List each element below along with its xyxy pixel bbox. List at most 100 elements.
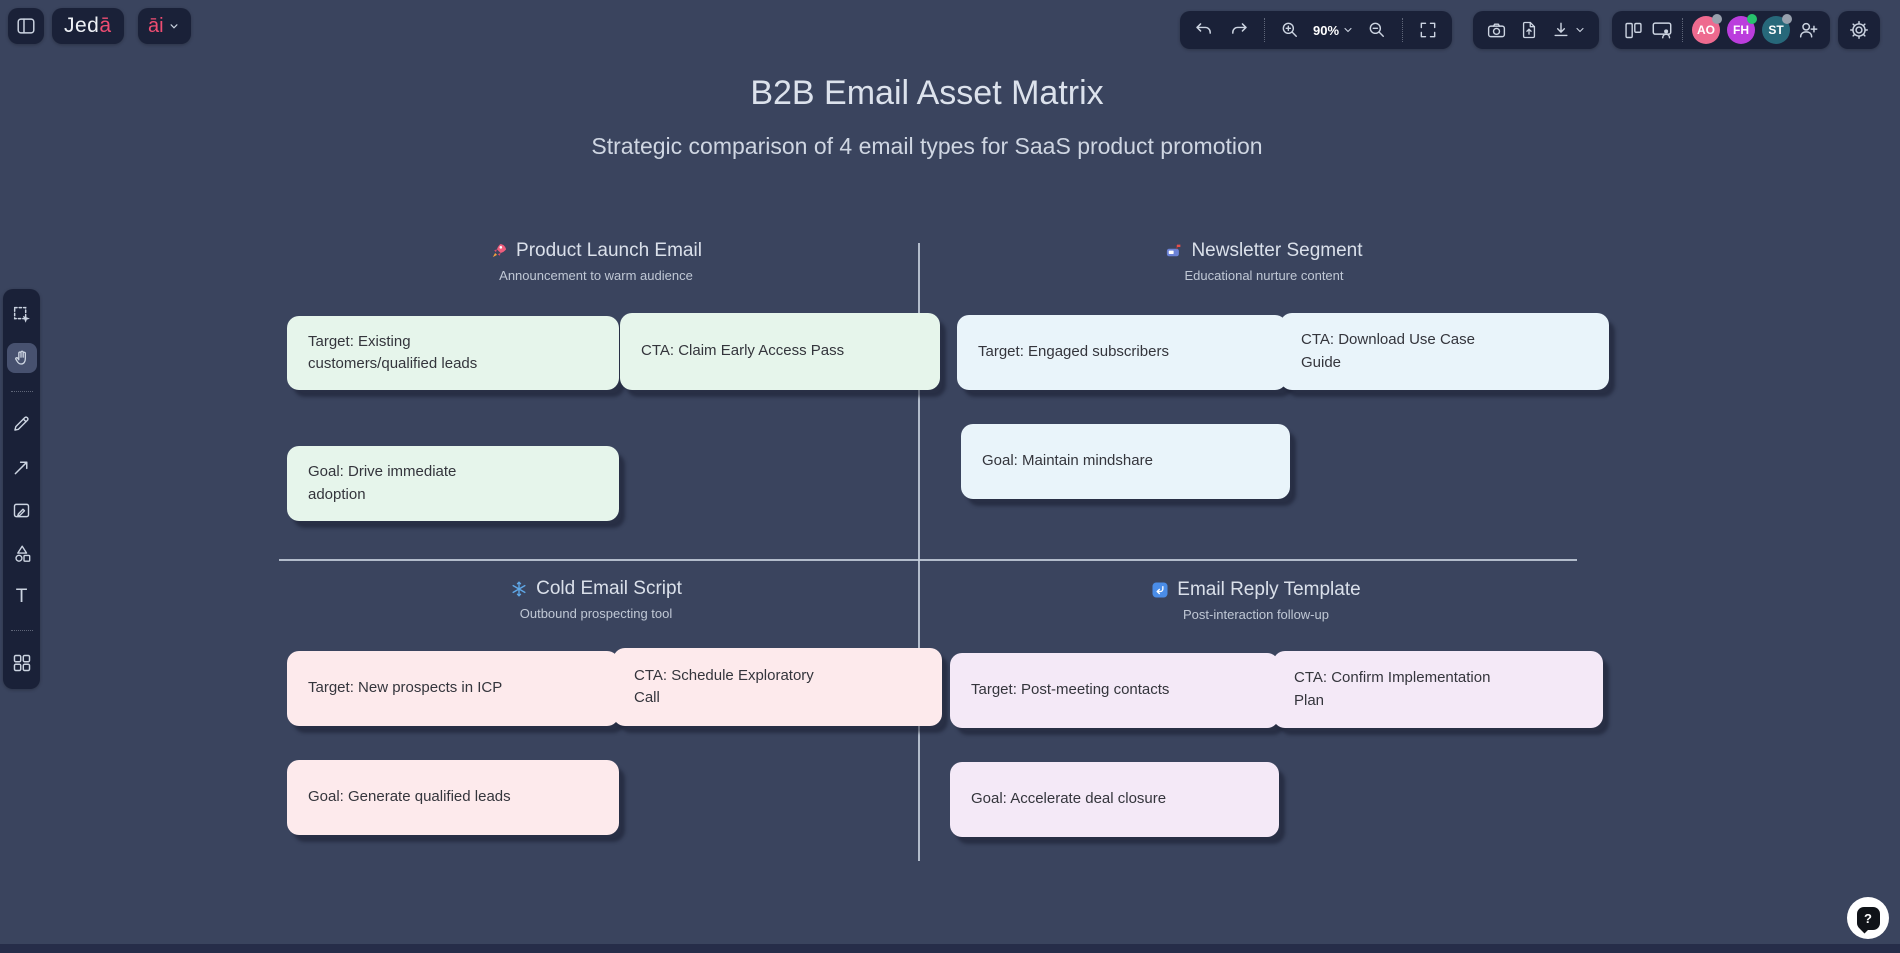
sticky-note[interactable]: CTA: Download Use Case Guide: [1280, 313, 1609, 390]
quadrant-title: Newsletter Segment: [1191, 240, 1363, 261]
sticky-note[interactable]: CTA: Confirm Implementation Plan: [1273, 651, 1603, 728]
board-subtitle: Strategic comparison of 4 email types fo…: [591, 133, 1263, 159]
help-button[interactable]: ?: [1847, 897, 1889, 939]
help-bubble-icon: ?: [1856, 906, 1880, 930]
zoom-out-button[interactable]: [1367, 20, 1387, 40]
hand-tool[interactable]: [6, 343, 37, 374]
quadrant-subtitle: Outbound prospecting tool: [519, 606, 673, 621]
view-toolbar: 90%: [1180, 11, 1453, 49]
settings-button[interactable]: [1838, 11, 1880, 49]
select-tool[interactable]: [7, 300, 37, 330]
note-text: Goal: Generate qualified leads: [308, 788, 511, 806]
zoom-in-button[interactable]: [1280, 20, 1300, 40]
note-text: CTA: Download Use Case Guide: [1301, 331, 1475, 371]
status-dot: [1712, 14, 1722, 24]
arrow-connector-tool[interactable]: [7, 452, 37, 482]
note-text: CTA: Schedule Exploratory Call: [634, 666, 814, 707]
image-tool[interactable]: [7, 496, 37, 526]
sidebar-toggle-button[interactable]: [8, 8, 44, 44]
boards-layout-button[interactable]: [1623, 20, 1644, 41]
toolbar-divider: [1264, 18, 1265, 42]
shapes-tool[interactable]: [7, 539, 37, 569]
ai-menu-button[interactable]: āi: [138, 8, 191, 44]
redo-button[interactable]: [1228, 20, 1249, 41]
toolbar-divider: [10, 390, 33, 392]
sticky-note[interactable]: CTA: Claim Early Access Pass: [620, 313, 940, 390]
avatar-initials: AO: [1697, 23, 1715, 37]
screenshot-button[interactable]: [1486, 20, 1507, 41]
quadrant-header-cold-email: Cold Email Script Outbound prospecting t…: [386, 578, 806, 621]
note-text: Target: Existing customers/qualified lea…: [308, 332, 478, 373]
toolbar-divider: [1682, 18, 1683, 42]
quadrant-subtitle: Educational nurture content: [1184, 268, 1344, 283]
help-label: ?: [1864, 910, 1872, 926]
sticky-note[interactable]: CTA: Schedule Exploratory Call: [613, 648, 942, 726]
pencil-tool[interactable]: [7, 409, 37, 439]
rocket-icon: [490, 242, 508, 260]
ai-menu-label: āi: [148, 14, 164, 37]
note-text: Goal: Maintain mindshare: [982, 452, 1153, 470]
sidebar-icon: [15, 15, 37, 37]
share-file-button[interactable]: [1519, 20, 1539, 40]
quadrant-title: Product Launch Email: [516, 240, 702, 261]
note-text: Target: New prospects in ICP: [308, 679, 503, 697]
sticky-note[interactable]: Goal: Maintain mindshare: [961, 424, 1290, 499]
toolbar-divider: [1402, 18, 1404, 42]
quadrant-header-product-launch: Product Launch Email Announcement to war…: [386, 240, 806, 283]
export-toolbar: [1473, 11, 1599, 49]
avatar-initials: FH: [1733, 23, 1749, 37]
gear-icon: [1848, 19, 1870, 41]
zoom-level-value: 90%: [1313, 22, 1340, 38]
avatar-initials: ST: [1768, 23, 1784, 37]
text-tool-glyph: T: [15, 586, 28, 608]
matrix-vertical-divider: [918, 243, 920, 861]
note-text: Goal: Accelerate deal closure: [971, 790, 1167, 808]
collaboration-toolbar: AO FH ST: [1612, 11, 1830, 49]
sticky-note[interactable]: Goal: Drive immediate adoption: [287, 446, 619, 521]
sticky-note[interactable]: Target: Engaged subscribers: [957, 315, 1287, 390]
collaborator-avatar[interactable]: AO: [1692, 14, 1722, 44]
drawing-toolbar: T: [3, 289, 40, 689]
chevron-down-icon: [1576, 27, 1584, 33]
quadrant-subtitle: Post-interaction follow-up: [1183, 607, 1329, 622]
note-text: Target: Engaged subscribers: [978, 343, 1169, 361]
sticky-note[interactable]: Goal: Accelerate deal closure: [950, 762, 1279, 837]
status-dot: [1782, 14, 1792, 24]
logo-accent: ā: [99, 14, 112, 37]
sticky-note[interactable]: Target: Post-meeting contacts: [950, 653, 1279, 728]
reply-icon: [1151, 581, 1169, 599]
quadrant-header-email-reply: Email Reply Template Post-interaction fo…: [1046, 579, 1466, 622]
present-button[interactable]: [1651, 19, 1673, 41]
quadrant-subtitle: Announcement to warm audience: [499, 268, 693, 283]
note-text: Target: Post-meeting contacts: [971, 681, 1170, 699]
apps-grid-tool[interactable]: [7, 648, 37, 678]
sticky-note[interactable]: Goal: Generate qualified leads: [287, 760, 619, 835]
fullscreen-button[interactable]: [1418, 20, 1438, 40]
status-dot: [1747, 14, 1757, 24]
invite-user-button[interactable]: [1797, 19, 1819, 41]
undo-button[interactable]: [1194, 20, 1215, 41]
note-text: CTA: Claim Early Access Pass: [641, 342, 845, 360]
mailbox-icon: [1165, 242, 1183, 260]
sticky-note[interactable]: Target: New prospects in ICP: [287, 651, 619, 726]
snowflake-icon: [510, 580, 528, 598]
download-icon: [1554, 22, 1568, 37]
board-title: B2B Email Asset Matrix: [750, 74, 1104, 112]
logo-text: Jed: [64, 14, 100, 37]
collaborator-avatar[interactable]: ST: [1762, 14, 1792, 44]
toolbar-divider: [10, 629, 33, 631]
matrix-horizontal-divider: [279, 559, 1577, 561]
sticky-note[interactable]: Target: Existing customers/qualified lea…: [287, 316, 619, 390]
collaborator-avatar[interactable]: FH: [1727, 14, 1757, 44]
text-tool[interactable]: T: [7, 582, 37, 612]
chevron-down-icon: [167, 19, 181, 33]
zoom-level-dropdown[interactable]: 90%: [1313, 23, 1354, 38]
quadrant-title: Email Reply Template: [1177, 579, 1361, 600]
download-menu-button[interactable]: [1551, 20, 1586, 40]
bottom-edge-bar: [0, 944, 1900, 953]
quadrant-header-newsletter: Newsletter Segment Educational nurture c…: [1054, 240, 1474, 283]
note-text: CTA: Confirm Implementation Plan: [1294, 669, 1491, 709]
chevron-down-icon: [1344, 27, 1352, 33]
